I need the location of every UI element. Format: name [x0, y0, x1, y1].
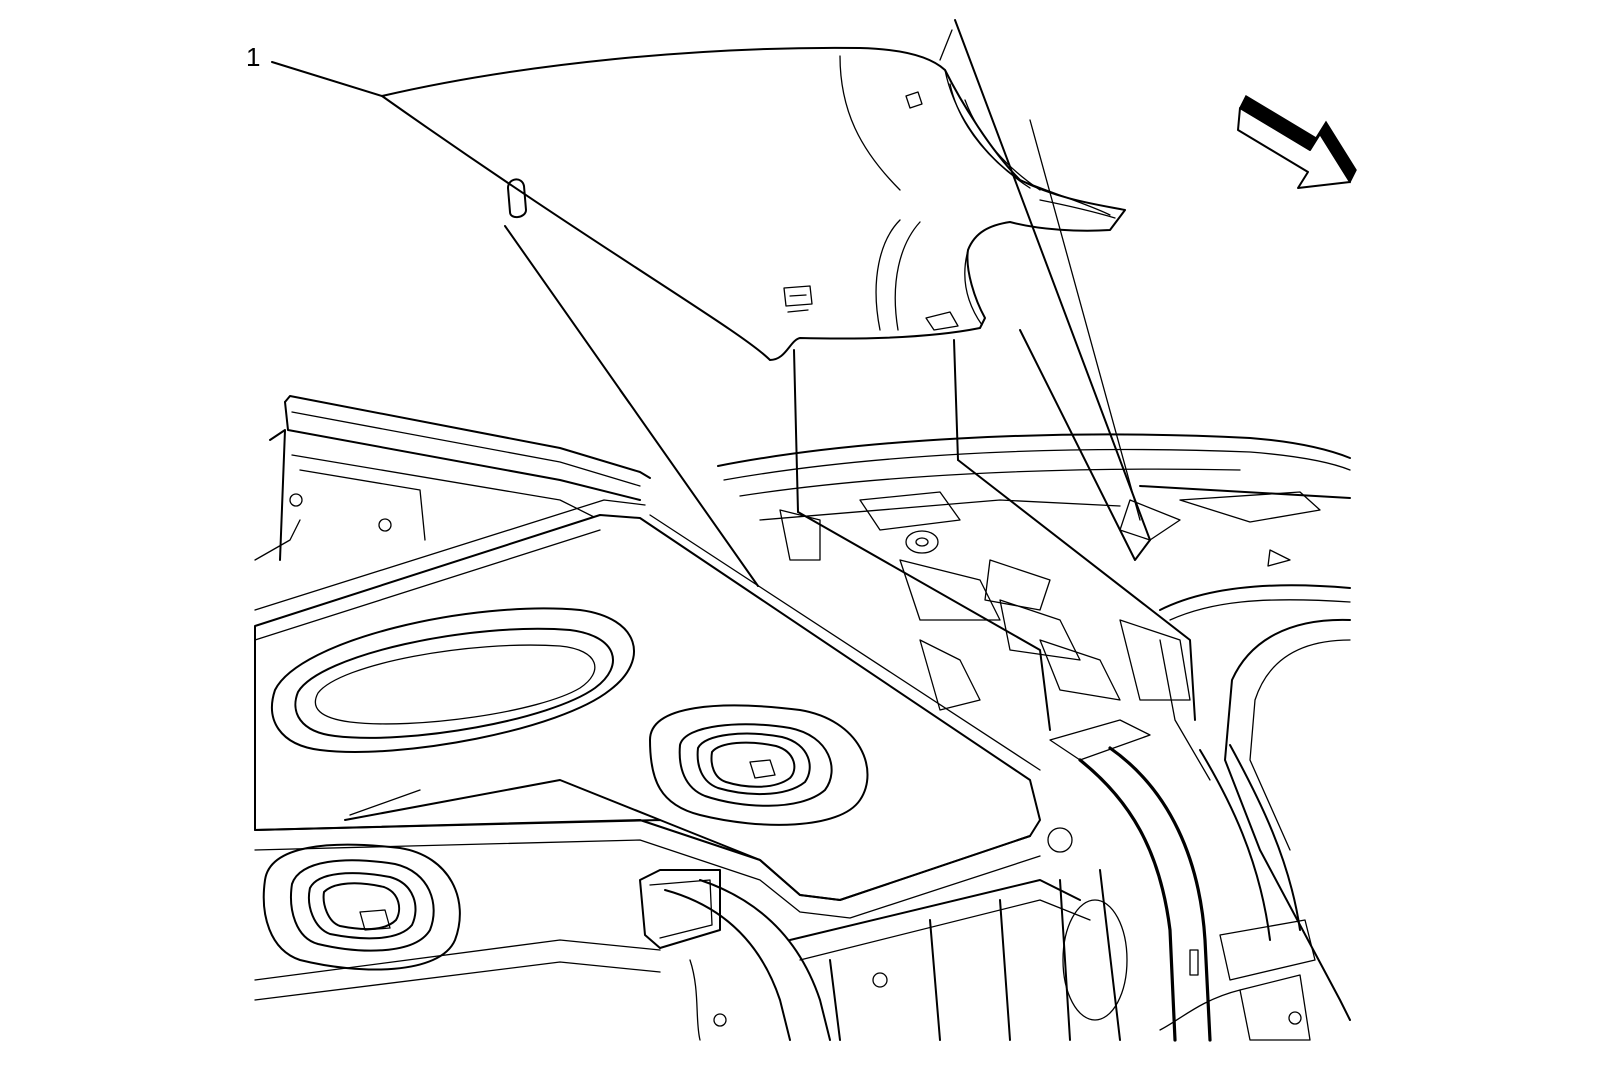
callout-label-1: 1: [246, 42, 261, 72]
vehicle-body-structure: [254, 395, 1351, 1042]
quarter-upper-trim-panel: [381, 46, 1126, 361]
callout-leader-1: [271, 61, 383, 97]
direction-arrow-icon: [1237, 94, 1357, 189]
alignment-lines: [504, 19, 1196, 731]
